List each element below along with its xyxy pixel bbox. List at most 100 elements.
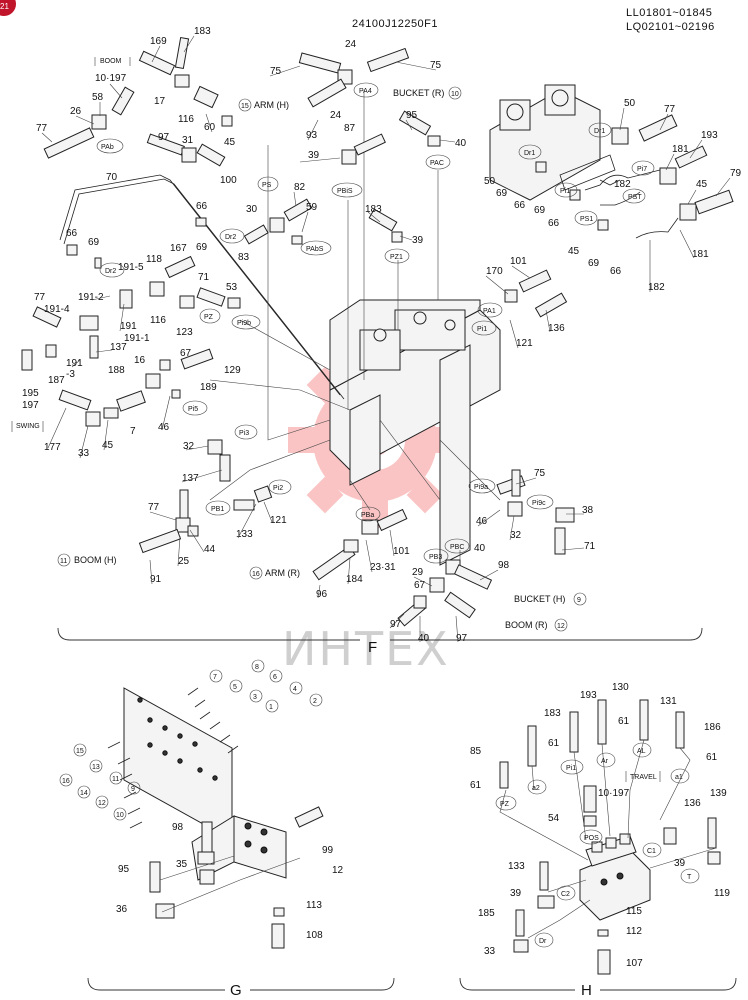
part-number-label: 182 — [614, 179, 631, 190]
part-number-label: 113 — [306, 900, 322, 911]
part-number-label: 136 — [684, 798, 701, 809]
part-number-label: 66 — [514, 200, 526, 211]
tag-boom: BOOM — [100, 58, 122, 65]
part-number-label: 66 — [548, 218, 560, 229]
part-number-label: 133 — [508, 861, 525, 872]
port-pst: PST — [628, 194, 642, 201]
part-number-label: 183 — [544, 708, 561, 719]
section-g-letter: G — [230, 982, 242, 999]
part-number-label: 54 — [548, 813, 560, 824]
part-number-label: 118 — [146, 254, 162, 265]
port-pa1: PA1 — [483, 308, 496, 315]
section-g-bracket — [87, 977, 395, 991]
part-number-label: 137 — [182, 473, 199, 484]
part-number-label: 32 — [183, 441, 195, 452]
part-number-label: Ar — [601, 758, 609, 765]
part-number-label: 139 — [710, 788, 727, 799]
part-number-label: 193 — [580, 690, 597, 701]
part-number-label: 16 — [134, 355, 146, 366]
part-number-label: 39 — [412, 235, 424, 246]
label-boom-r: BOOM (R) — [505, 620, 548, 630]
part-number-label: 24 — [330, 110, 342, 121]
part-number-label: 10 — [451, 91, 459, 98]
part-number-label: 14 — [80, 790, 88, 797]
part-number-label: 39 — [308, 150, 320, 161]
part-number-label: 136 — [548, 323, 565, 334]
part-number-label: 97 — [456, 633, 468, 644]
part-number-label: 50 — [484, 176, 496, 187]
part-number-label: 16 — [252, 571, 260, 578]
part-number-label: 123 — [176, 327, 193, 338]
part-number-label: 191 — [66, 358, 83, 369]
part-number-label: C1 — [647, 848, 656, 855]
part-number-label: 5 — [233, 684, 237, 691]
part-number-label: 67 — [180, 348, 192, 359]
part-number-label: 183 — [365, 204, 382, 215]
part-number-label: 191-4 — [44, 304, 70, 315]
section-f-bracket — [57, 627, 703, 641]
part-number-label: 119 — [714, 888, 730, 899]
tag-travel: TRAVEL — [630, 774, 657, 781]
part-number-label: 35 — [176, 859, 188, 870]
label-arm-h: ARM (H) — [254, 100, 289, 110]
part-number-label: 167 — [170, 243, 187, 254]
part-number-label: 69 — [588, 258, 600, 269]
part-number-label: 191-1 — [124, 333, 150, 344]
part-number-label: 108 — [306, 930, 323, 941]
port-pz: PZ — [204, 314, 214, 321]
part-number-label: 77 — [148, 502, 160, 513]
port-dr2: Dr2 — [225, 234, 236, 241]
part-number-label: 75 — [430, 60, 442, 71]
part-number-label: 40 — [418, 633, 430, 644]
tag-swing: SWING — [16, 423, 40, 430]
part-number-label: 100 — [220, 175, 237, 186]
part-number-label: 59 — [306, 202, 318, 213]
part-number-label: 10 — [116, 812, 124, 819]
part-number-label: 131 — [660, 696, 677, 707]
part-number-label: Dr — [539, 938, 547, 945]
part-number-label: 40 — [474, 543, 486, 554]
part-number-label: 169 — [150, 36, 167, 47]
part-number-label: 129 — [224, 365, 241, 376]
drawing-number: 24100J12250F1 — [352, 18, 439, 30]
watermark-text: ИНТЕХ — [282, 622, 450, 676]
part-number-label: 121 — [516, 338, 533, 349]
leader-lines — [41, 35, 731, 643]
part-number-label: 24 — [345, 39, 357, 50]
port-pi7: Pi7 — [637, 166, 647, 173]
part-number-label: 21 — [0, 2, 9, 11]
hose-fittings-f — [21, 36, 575, 627]
part-number-label: 44 — [204, 544, 216, 555]
part-number-label: 83 — [238, 252, 250, 263]
part-number-label: 107 — [626, 958, 643, 969]
port-pbis: PBiS — [337, 188, 353, 195]
part-number-label: 195 — [22, 388, 39, 399]
part-number-labels-h: 183 193 130 131 186 85 61 61 61 61 10·19… — [470, 682, 730, 969]
serial-range-2: LQ02101~02196 — [626, 21, 715, 33]
line-labels-f: 15 ARM (H) BUCKET (R) 10 11 BOOM (H) 16 … — [11, 57, 587, 632]
part-number-label: 99 — [322, 845, 334, 856]
part-number-label: 87 — [344, 123, 356, 134]
part-number-label: 181 — [692, 249, 709, 260]
part-number-label: 70 — [106, 172, 118, 183]
part-number-label: 8 — [255, 664, 259, 671]
label-bucket-r: BUCKET (R) — [393, 88, 444, 98]
part-number-label: 185 — [478, 908, 495, 919]
part-number-label: 191-2 — [78, 292, 104, 303]
part-number-label: 170 — [486, 266, 503, 277]
part-number-label: AL — [637, 748, 646, 755]
page-corner-badge: 21 — [0, 0, 16, 16]
part-number-label: 25 — [178, 556, 190, 567]
part-number-label: 12 — [332, 865, 344, 876]
part-number-label: 77 — [36, 123, 48, 134]
part-number-label: 121 — [270, 515, 287, 526]
part-number-label: 186 — [704, 722, 721, 733]
part-number-label: 7 — [130, 426, 136, 437]
port-ps: PS — [262, 182, 272, 189]
port-pi2: Pi2 — [273, 485, 283, 492]
label-arm-r: ARM (R) — [265, 568, 300, 578]
part-number-label: 112 — [626, 926, 642, 937]
part-number-label: 177 — [44, 442, 61, 453]
